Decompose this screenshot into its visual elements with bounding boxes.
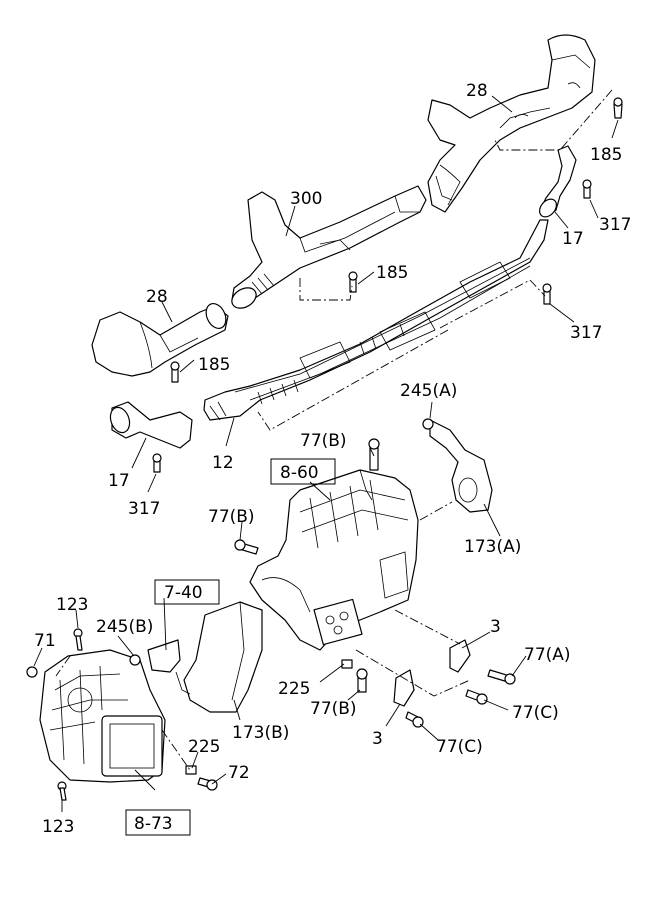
bracket-3-right — [449, 639, 471, 673]
screw-72 — [197, 777, 218, 791]
washer-225-mid — [341, 659, 353, 669]
bracket-3-left — [393, 669, 415, 707]
screw-317-right-top — [582, 179, 592, 199]
blower-unit — [39, 649, 166, 783]
screw-317-mid — [542, 283, 552, 305]
washer-225-low — [185, 765, 197, 775]
callout-225-low: 225 — [188, 737, 220, 757]
bracket-173a — [429, 419, 493, 513]
callout-3-right: 3 — [490, 617, 501, 637]
callout-173b: 173(B) — [232, 723, 289, 743]
ref-box-8-60 — [270, 458, 336, 485]
callout-245b: 245(B) — [96, 617, 153, 637]
callout-77b-mid: 77(B) — [310, 699, 357, 719]
screw-123-low — [57, 781, 67, 801]
callout-labels: 28 185 300 17 317 185 28 317 185 245(A) … — [34, 81, 631, 837]
screw-77c-right — [465, 689, 488, 705]
duct-17-right — [539, 145, 577, 218]
callout-17-left: 17 — [108, 471, 130, 491]
callout-28-top: 28 — [466, 81, 488, 101]
screw-77b-top — [368, 438, 380, 471]
heater-unit — [249, 469, 419, 651]
screw-77b-left — [234, 539, 259, 555]
callout-185-left: 185 — [198, 355, 230, 375]
callout-77b-left: 77(B) — [208, 507, 255, 527]
screw-245b — [129, 654, 141, 666]
callout-317-mid: 317 — [570, 323, 602, 343]
screw-77a — [487, 669, 516, 685]
duct-173b — [183, 601, 263, 713]
callout-317-right-top: 317 — [599, 215, 631, 235]
screw-185-top — [613, 97, 623, 119]
callout-3-left: 3 — [372, 729, 383, 749]
duct-28-left — [91, 303, 229, 377]
callout-317-left: 317 — [128, 499, 160, 519]
callout-77c-left: 77(C) — [436, 737, 483, 757]
screw-317-left — [152, 453, 162, 473]
callout-173a: 173(A) — [464, 537, 521, 557]
assembly-lines — [55, 89, 613, 771]
bracket-7-40 — [147, 639, 191, 695]
callout-77c-right: 77(C) — [512, 703, 559, 723]
callout-12: 12 — [212, 453, 234, 473]
callout-71: 71 — [34, 631, 56, 651]
ref-box-7-40 — [154, 579, 220, 605]
callout-28-left: 28 — [146, 287, 168, 307]
ref-box-8-73 — [125, 809, 191, 836]
screw-185-left — [170, 361, 180, 383]
screw-77b-mid — [356, 668, 368, 693]
callout-123-low: 123 — [42, 817, 74, 837]
ref-label-8-60: 8-60 — [280, 463, 319, 483]
leader-lines — [33, 95, 619, 812]
duct-17-left — [109, 401, 193, 449]
reference-boxes: 8-60 7-40 8-73 — [125, 458, 336, 836]
callout-225-mid: 225 — [278, 679, 310, 699]
callout-77b-top: 77(B) — [300, 431, 347, 451]
callout-72: 72 — [228, 763, 250, 783]
duct-12 — [203, 219, 549, 421]
callout-185-mid: 185 — [376, 263, 408, 283]
callout-77a: 77(A) — [524, 645, 571, 665]
screw-77c-left — [405, 711, 424, 728]
screw-185-mid — [348, 271, 358, 293]
callout-17-right: 17 — [562, 229, 584, 249]
ref-label-8-73: 8-73 — [134, 814, 173, 834]
callout-123-top: 123 — [56, 595, 88, 615]
ref-label-7-40: 7-40 — [164, 583, 203, 603]
duct-300 — [231, 185, 427, 309]
callout-300: 300 — [290, 189, 322, 209]
duct-28-upper — [427, 34, 596, 213]
screw-71 — [26, 666, 38, 678]
fasteners — [26, 97, 623, 801]
callout-245a: 245(A) — [400, 381, 457, 401]
screw-123-top — [73, 628, 83, 651]
screw-245a — [422, 418, 434, 430]
callout-185-top: 185 — [590, 145, 622, 165]
